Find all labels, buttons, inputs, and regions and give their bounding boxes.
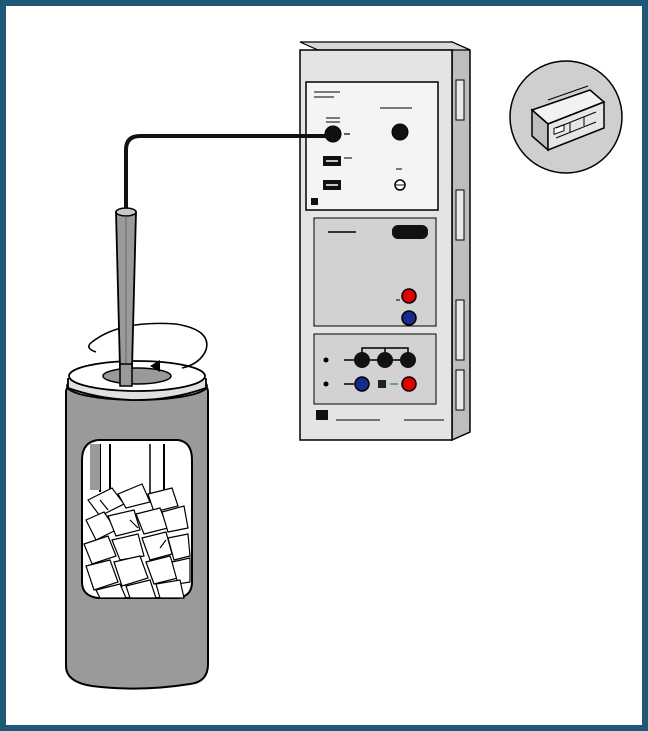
device-side-slot: [456, 190, 464, 240]
blue-socket-icon: [402, 311, 416, 325]
rotation-arrow-tail: [89, 342, 96, 352]
measuring-device: [300, 42, 470, 440]
lower-panel: [314, 334, 436, 404]
black-socket-icon: [377, 352, 393, 368]
inner-tube-shade: [90, 444, 100, 490]
red-socket-icon: [402, 377, 416, 391]
probe-top: [116, 208, 136, 216]
module-screw: [311, 198, 318, 205]
probe-input-socket: [325, 126, 341, 142]
probe-tip: [120, 364, 132, 386]
device-foot-marker: [316, 410, 328, 420]
panel-dot: [324, 358, 329, 363]
device-side-slot: [456, 80, 464, 120]
black-socket-icon: [400, 352, 416, 368]
device-side-slot: [456, 300, 464, 360]
panel-dot: [324, 382, 329, 387]
blue-socket-icon: [355, 377, 369, 391]
red-socket-icon: [402, 289, 416, 303]
temperature-probe: [116, 208, 136, 386]
dewar-opening: [103, 368, 171, 384]
ice-cubes: [84, 484, 190, 598]
usb-plug-icon: [510, 61, 622, 173]
diode-icon: [378, 380, 386, 388]
black-socket-icon: [354, 352, 370, 368]
control-knob: [392, 124, 408, 140]
probe-cable: [126, 136, 326, 208]
device-side-slot: [456, 370, 464, 410]
device-top-face: [300, 42, 470, 50]
top-module: [306, 82, 438, 210]
ice-dewar: [66, 323, 208, 688]
display-window: [392, 225, 428, 239]
